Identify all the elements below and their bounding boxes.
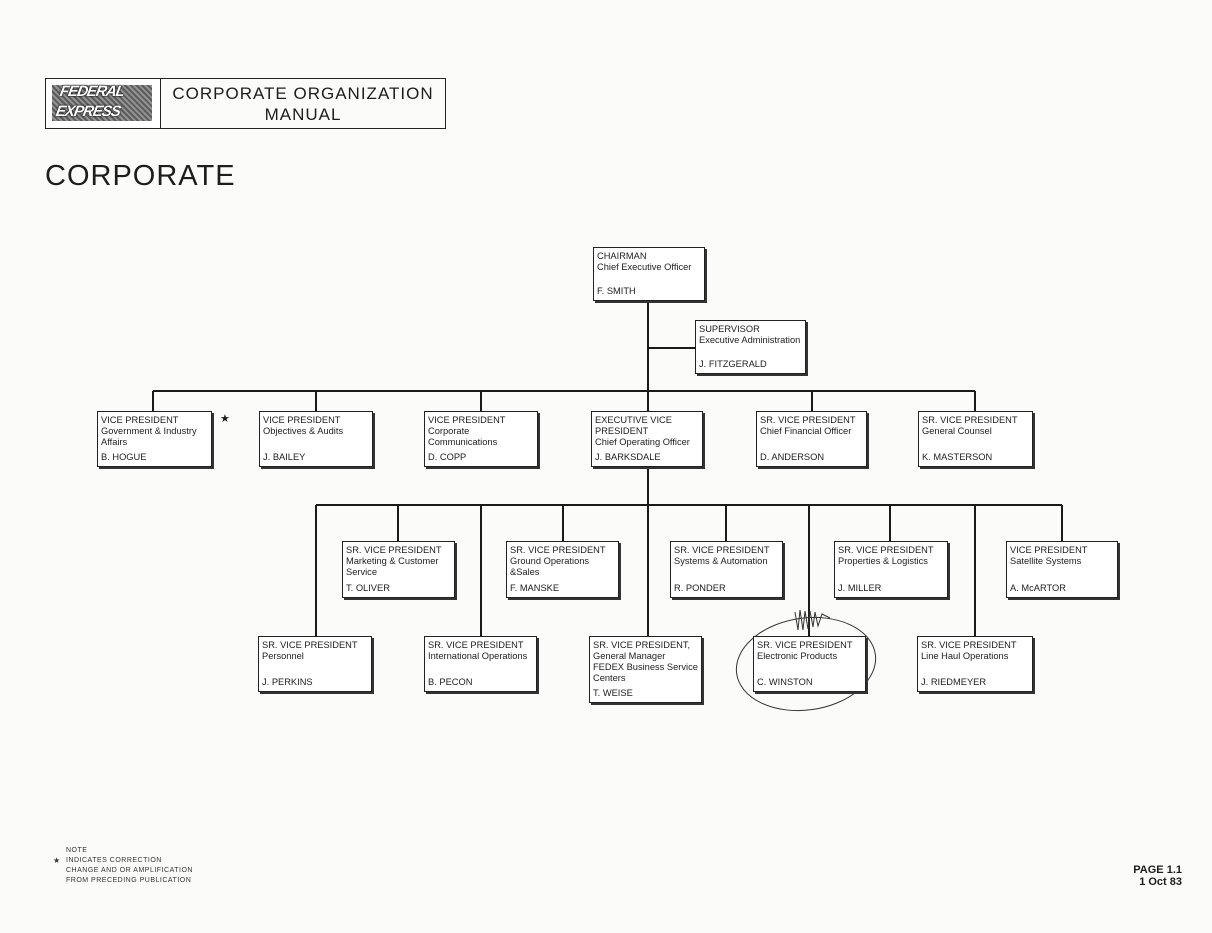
org-box-sub: General Manager FEDEX Business Service C… — [593, 651, 698, 683]
org-box-title: SR. VICE PRESIDENT — [346, 545, 442, 555]
org-box-name: A. McARTOR — [1010, 583, 1066, 593]
org-box-title: SR. VICE PRESIDENT — [757, 640, 853, 650]
org-box-title: SR. VICE PRESIDENT — [510, 545, 606, 555]
org-box-name: T. WEISE — [593, 688, 633, 698]
handwritten-circle-annotation — [735, 609, 877, 712]
org-box-title: SUPERVISOR — [699, 324, 760, 334]
correction-star-icon: ★ — [220, 413, 230, 425]
note-line2: CHANGE AND OR AMPLIFICATION — [66, 867, 193, 874]
org-box-weise: SR. VICE PRESIDENT,General Manager FEDEX… — [589, 636, 702, 703]
org-box-title: SR. VICE PRESIDENT — [838, 545, 934, 555]
note-star-icon: ★ — [53, 856, 61, 865]
org-box-sub: Marketing & Customer Service — [346, 556, 439, 577]
note-line3: FROM PRECEDING PUBLICATION — [66, 877, 192, 884]
org-box-name: J. BARKSDALE — [595, 452, 661, 462]
org-box-sub: Systems & Automation — [674, 556, 768, 566]
org-box-title: SR. VICE PRESIDENT — [921, 640, 1017, 650]
org-box-name: J. PERKINS — [262, 677, 313, 687]
org-box-name: J. FITZGERALD — [699, 359, 767, 369]
org-box-sub: Satellite Systems — [1010, 556, 1082, 566]
org-box-name: D. ANDERSON — [760, 452, 825, 462]
org-box-title: VICE PRESIDENT — [428, 415, 506, 425]
org-box-name: T. OLIVER — [346, 583, 390, 593]
org-box-sub: Government & Industry Affairs — [101, 426, 197, 447]
org-box-name: J. BAILEY — [263, 452, 306, 462]
org-box-sub: Properties & Logistics — [838, 556, 928, 566]
org-box-sub: General Counsel — [922, 426, 992, 436]
org-box-name: J. MILLER — [838, 583, 882, 593]
org-box-name: D. COPP — [428, 452, 467, 462]
org-box-sub: Electronic Products — [757, 651, 838, 661]
note-line1: INDICATES CORRECTION — [66, 857, 162, 864]
org-box-name: B. HOGUE — [101, 452, 147, 462]
org-box-name: K. MASTERSON — [922, 452, 993, 462]
org-box-sub: Ground Operations &Sales — [510, 556, 590, 577]
org-box-name: J. RIEDMEYER — [921, 677, 987, 687]
org-box-name: C. WINSTON — [757, 677, 813, 687]
org-box-title: SR. VICE PRESIDENT, — [593, 640, 691, 650]
org-box-sub: Personnel — [262, 651, 304, 661]
org-box-sub: Line Haul Operations — [921, 651, 1009, 661]
org-box-title: EXECUTIVE VICE PRESIDENT — [595, 415, 672, 436]
org-box-title: VICE PRESIDENT — [1010, 545, 1088, 555]
page-number-block: PAGE 1.1 1 Oct 83 — [1133, 864, 1182, 888]
org-box-name: F. SMITH — [597, 286, 636, 296]
federal-express-logo: FEDERAL EXPRESS — [46, 79, 161, 128]
page-date: 1 Oct 83 — [1139, 876, 1182, 888]
org-box-sub: Executive Administration — [699, 335, 801, 345]
manual-title-line2: MANUAL — [264, 105, 342, 124]
manual-header: FEDERAL EXPRESS CORPORATE ORGANIZATION M… — [45, 78, 446, 129]
note-heading: NOTE — [66, 847, 88, 854]
org-box-name: B. PECON — [428, 677, 473, 687]
org-box-sub: Objectives & Audits — [263, 426, 344, 436]
manual-title: CORPORATE ORGANIZATION MANUAL — [161, 79, 445, 128]
org-box-sub: Corporate Communications — [428, 426, 498, 447]
footnote: NOTE ★ INDICATES CORRECTION CHANGE AND OR… — [53, 846, 193, 886]
org-box-sub: International Operations — [428, 651, 528, 661]
page-heading: CORPORATE — [45, 160, 236, 192]
manual-title-line1: CORPORATE ORGANIZATION — [172, 84, 434, 103]
org-box-title: SR. VICE PRESIDENT — [262, 640, 358, 650]
org-box-sub: Chief Executive Officer — [597, 262, 692, 272]
org-box-title: VICE PRESIDENT — [101, 415, 179, 425]
org-box-name: F. MANSKE — [510, 583, 560, 593]
org-box-name: R. PONDER — [674, 583, 726, 593]
org-box-sub: Chief Financial Officer — [760, 426, 852, 436]
org-box-sub: Chief Operating Officer — [595, 437, 690, 447]
org-box-title: SR. VICE PRESIDENT — [428, 640, 524, 650]
org-box-title: SR. VICE PRESIDENT — [674, 545, 770, 555]
page-number: PAGE 1.1 — [1133, 864, 1182, 876]
org-box-title: VICE PRESIDENT — [263, 415, 341, 425]
org-box-title: CHAIRMAN — [597, 251, 647, 261]
org-box-title: SR. VICE PRESIDENT — [760, 415, 856, 425]
org-box-title: SR. VICE PRESIDENT — [922, 415, 1018, 425]
